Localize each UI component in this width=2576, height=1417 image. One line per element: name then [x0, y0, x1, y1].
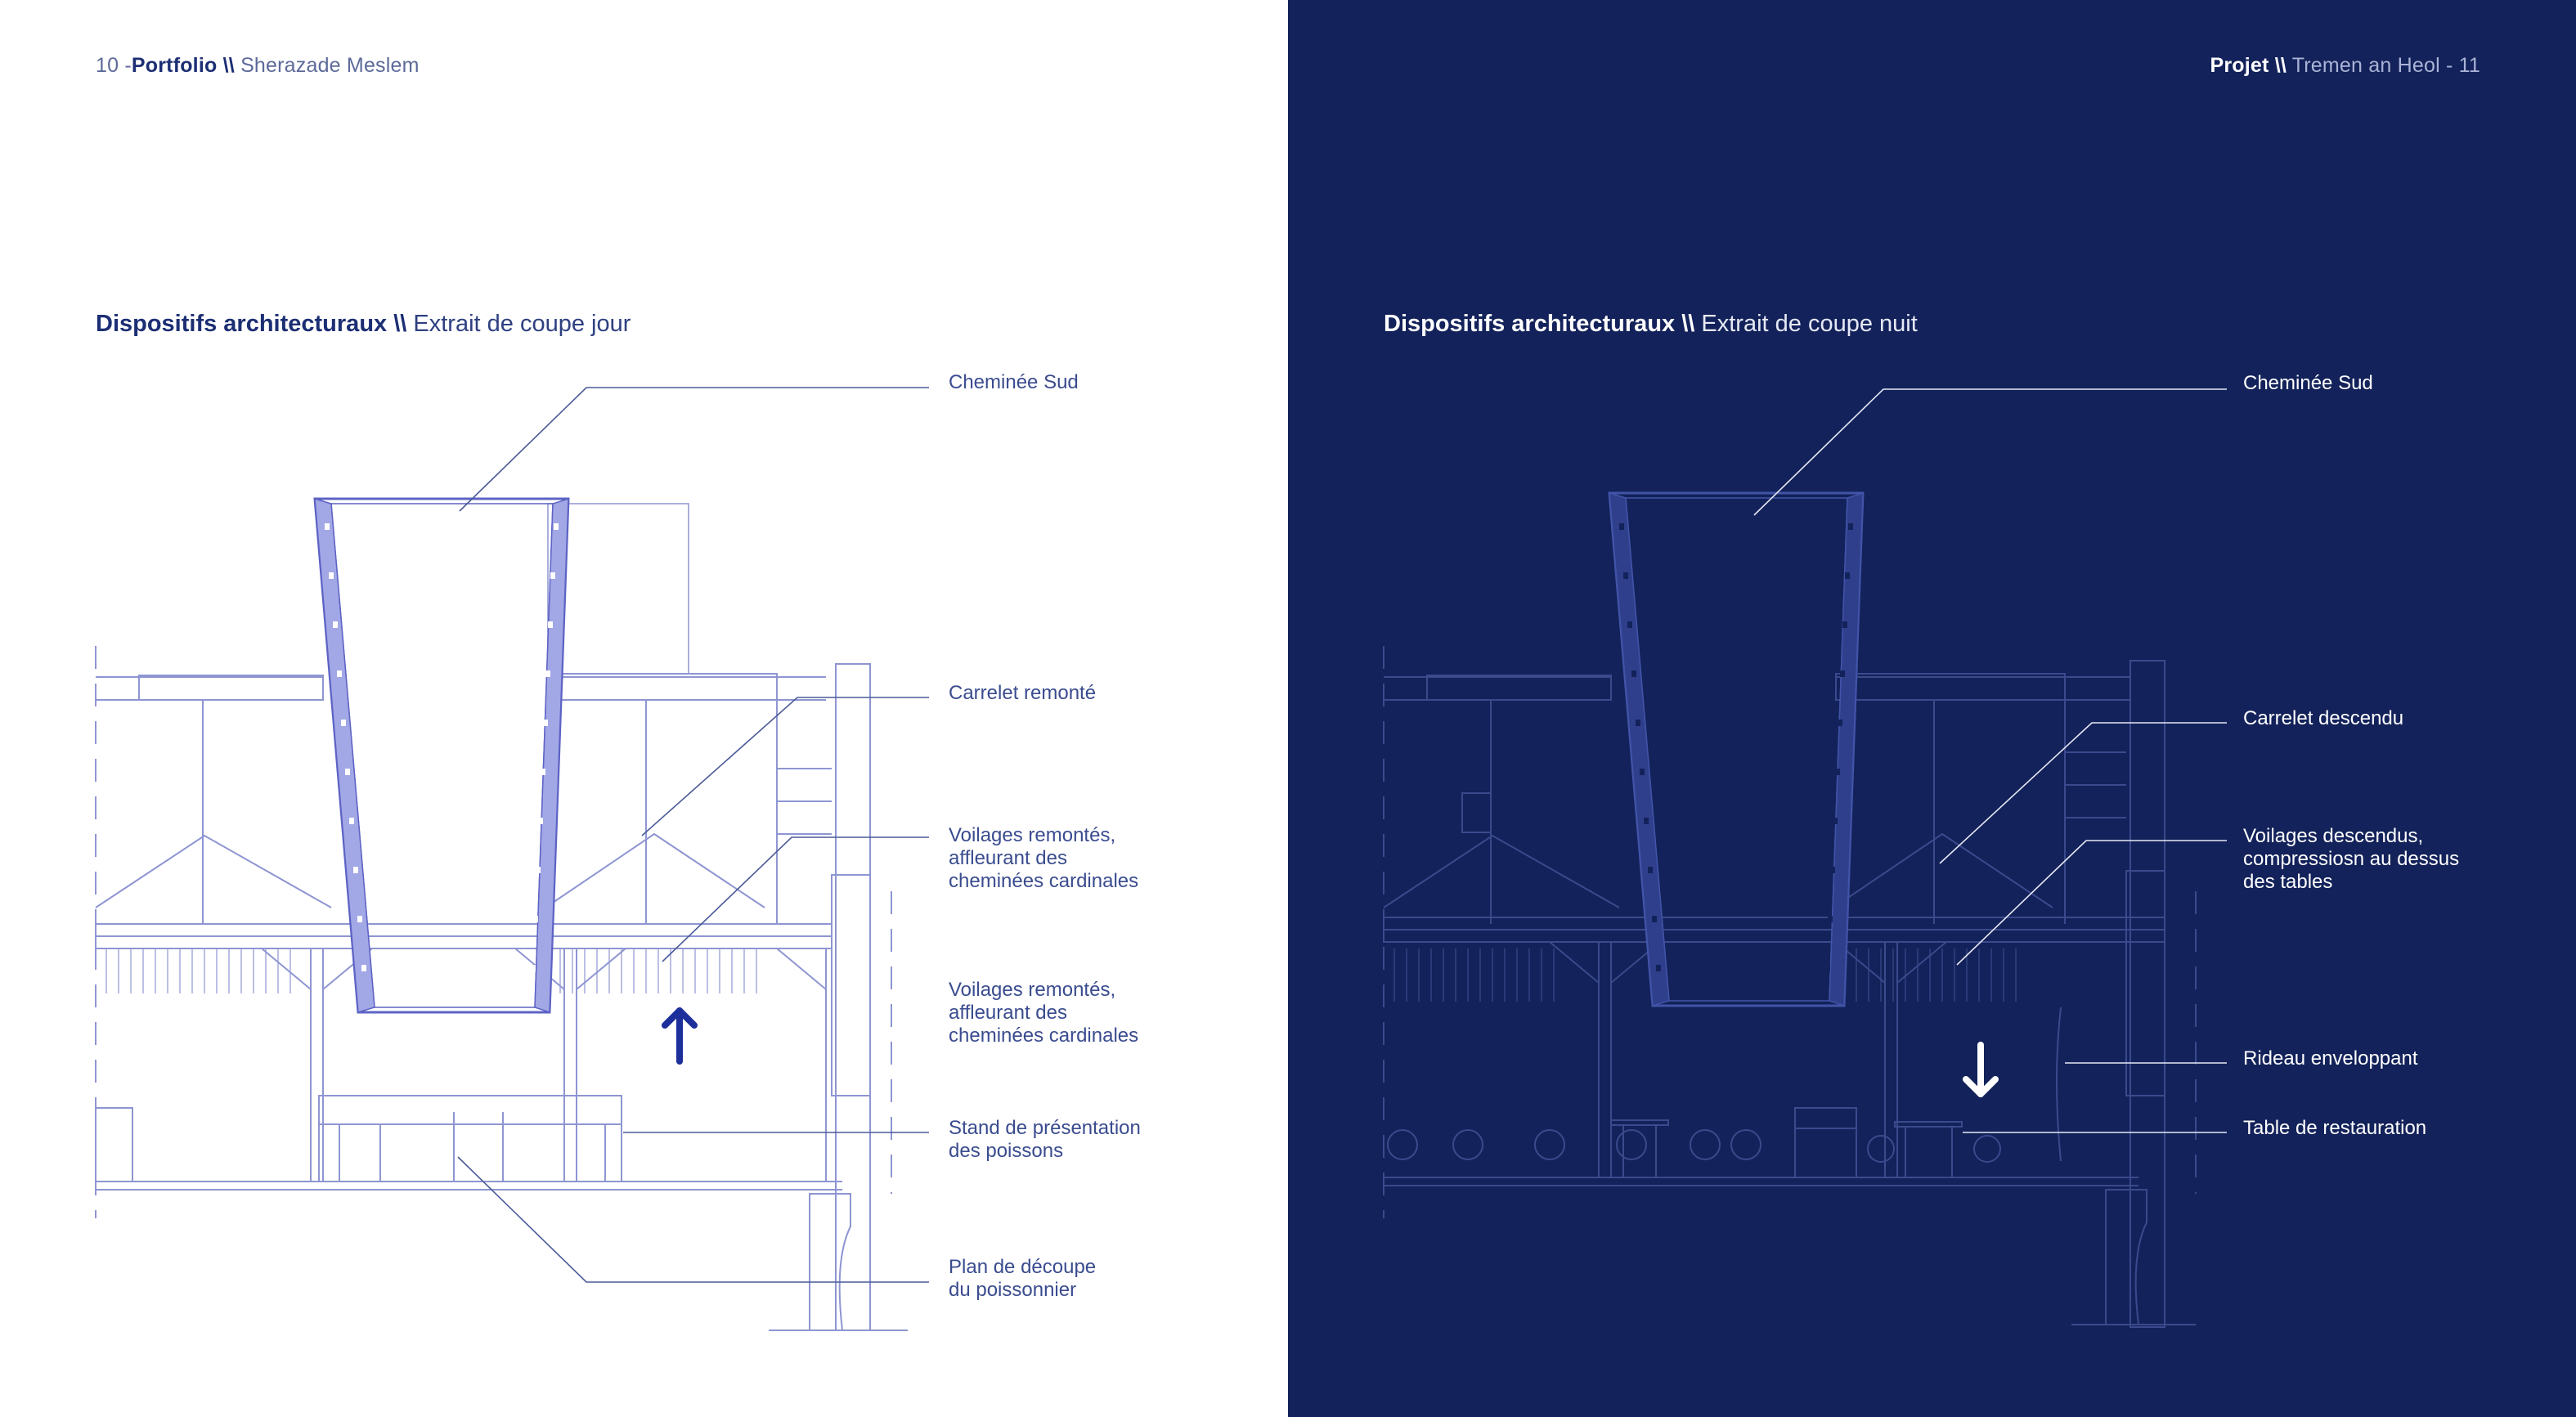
annotation-cheminee-sud: Cheminée Sud: [949, 371, 1079, 393]
annotation-cheminee-sud-night: Cheminée Sud: [2243, 372, 2373, 394]
annotation-voilages-2: Voilages remontés, affleurant des chemin…: [949, 979, 1139, 1047]
day-section-drawing: [95, 387, 929, 1331]
right-heading-title: Dispositifs architecturaux: [1384, 311, 1676, 337]
annotation-carrelet: Carrelet remonté: [949, 682, 1097, 704]
right-page: Projet \\ Tremen an Heol - 11 Dispositif…: [1288, 0, 2576, 1417]
left-folio-section: Portfolio: [131, 54, 218, 77]
right-folio-project: Tremen an Heol - 11: [2291, 54, 2480, 77]
annotation-carrelet-night: Carrelet descendu: [2243, 707, 2404, 729]
right-folio-section: Projet: [2210, 54, 2269, 77]
annotation-rideau: Rideau enveloppant: [2243, 1047, 2418, 1069]
annotation-table: Table de restauration: [2243, 1117, 2427, 1139]
left-page: 10 -Portfolio \\ Sherazade Meslem Dispos…: [95, 54, 1141, 1331]
arrow-down-icon: [1963, 1042, 1999, 1097]
left-folio: 10 -Portfolio \\ Sherazade Meslem: [96, 54, 420, 78]
right-heading-subtitle: Extrait de coupe nuit: [1701, 311, 1918, 337]
right-folio-separator: \\: [2274, 54, 2287, 77]
arrow-up-icon: [662, 1007, 698, 1065]
left-page-number: 10 -: [96, 54, 132, 77]
annotation-voilages-1: Voilages remontés, affleurant des chemin…: [949, 824, 1139, 892]
right-folio: Projet \\ Tremen an Heol - 11: [2210, 54, 2480, 78]
right-heading-separator: \\: [1681, 311, 1695, 337]
annotation-voilages-night: Voilages descendus, compressiosn au dess…: [2243, 825, 2460, 893]
right-heading: Dispositifs architecturaux \\ Extrait de…: [1384, 311, 1918, 338]
left-heading-separator: \\: [393, 311, 407, 337]
left-heading-title: Dispositifs architecturaux: [96, 311, 388, 337]
left-heading-subtitle: Extrait de coupe jour: [413, 311, 631, 337]
annotation-stand: Stand de présentation des poissons: [949, 1117, 1141, 1162]
left-folio-separator: \\: [222, 54, 235, 77]
left-heading: Dispositifs architecturaux \\ Extrait de…: [96, 311, 631, 338]
annotation-plan-decoupe: Plan de découpe du poissonnier: [949, 1256, 1097, 1301]
night-section-drawing: [1383, 388, 2227, 1328]
left-folio-author: Sherazade Meslem: [240, 54, 420, 77]
